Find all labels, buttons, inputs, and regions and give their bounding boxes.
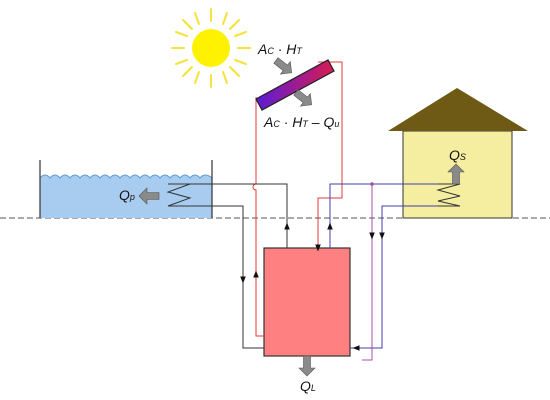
house-heat-label: QS [449, 147, 466, 163]
solar-collector-icon [255, 59, 335, 111]
collector-output-label: AC · HT – Qu [263, 114, 339, 130]
heat-exchanger-coil-icon [436, 183, 461, 207]
tank-loss-arrow [298, 355, 316, 377]
storage-tank-icon [263, 247, 351, 357]
collector-input-label: AC · HT [257, 41, 303, 57]
absorbed-heat-arrow [293, 89, 313, 107]
heat-exchanger-coil-icon [166, 183, 192, 207]
pool-loss-label: Qp [119, 187, 135, 203]
pool-icon [39, 160, 213, 218]
house-bypass [362, 184, 373, 361]
pool-loss-arrow [138, 187, 160, 205]
tank-loss-label: QL [300, 378, 316, 394]
sun-icon [171, 8, 251, 88]
house-heat-arrow [447, 163, 465, 185]
incoming-radiation-arrow [273, 57, 293, 75]
house-icon [388, 88, 528, 219]
